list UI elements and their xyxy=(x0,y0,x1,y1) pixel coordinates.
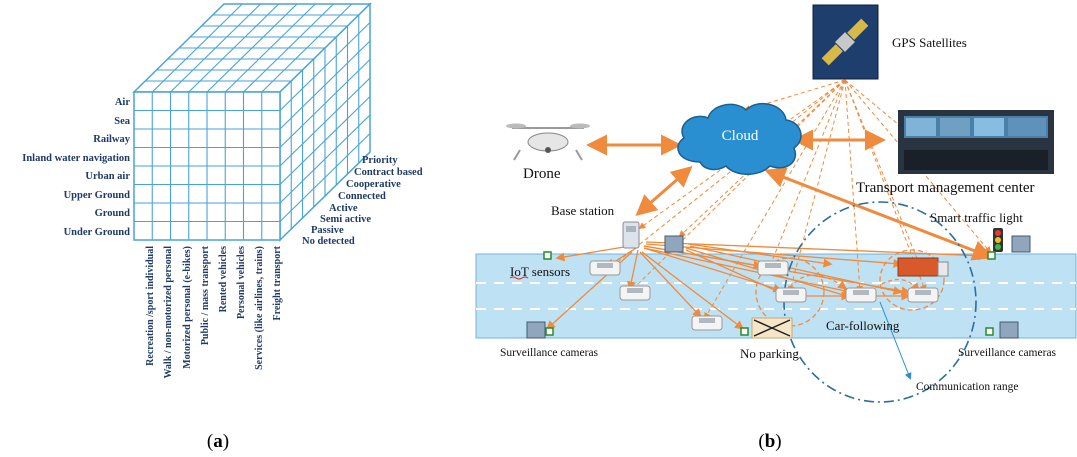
communication-range-label: Communication range xyxy=(916,381,1019,393)
col-label-services: Services (like airlines, trains) xyxy=(254,246,265,370)
side-label-connected: Connected xyxy=(338,191,386,202)
col-label-personal: Personal vehicles xyxy=(236,246,247,319)
car-icon xyxy=(691,315,723,331)
cloud-icon xyxy=(677,102,802,175)
car-icon xyxy=(589,260,621,276)
cube-diagram xyxy=(132,2,372,242)
base-station-icon xyxy=(622,221,640,249)
col-label-rented: Rented vehicles xyxy=(218,246,229,312)
car-icon xyxy=(845,287,877,303)
side-label-semi-active: Semi active xyxy=(320,214,371,225)
side-label-passive: Passive xyxy=(311,225,344,236)
iot-sensor-markers xyxy=(543,251,996,336)
truck-icon xyxy=(897,257,949,277)
surveillance-right-label: Surveillance cameras xyxy=(958,347,1057,359)
row-label-railway: Railway xyxy=(93,134,131,145)
side-label-contract: Contract based xyxy=(354,167,423,178)
car-following-label: Car-following xyxy=(826,318,900,333)
spellcheck-underline xyxy=(509,276,529,280)
row-label-sea: Sea xyxy=(114,116,131,127)
row-label-ground: Ground xyxy=(95,208,131,219)
traffic-light-icon xyxy=(993,228,1003,252)
cloud-links xyxy=(586,129,994,261)
cloud-label: Cloud xyxy=(722,128,759,144)
drone-label: Drone xyxy=(523,166,561,182)
transport-center-icon xyxy=(898,110,1054,174)
cube-column-labels: Recreation /sport individual Walk / non-… xyxy=(145,245,283,378)
car-icon xyxy=(619,285,651,301)
side-label-priority: Priority xyxy=(362,155,398,166)
col-label-public: Public / mass transport xyxy=(200,245,211,345)
col-label-walk: Walk / non-motorized personal xyxy=(163,246,174,379)
row-label-upper-ground: Upper Ground xyxy=(64,190,131,201)
side-label-no-detected: No detected xyxy=(302,236,355,247)
car-icon xyxy=(907,287,939,303)
cube-side-labels: Priority Contract based Cooperative Conn… xyxy=(302,155,423,247)
car-icon xyxy=(757,260,789,276)
iot-sensors-label: IoT sensors xyxy=(510,264,570,279)
row-label-inland: Inland water navigation xyxy=(22,153,130,164)
surveillance-left-label: Surveillance cameras xyxy=(500,347,599,359)
col-label-freight: Freight transport xyxy=(272,245,283,320)
cube-row-labels: Air Sea Railway Inland water navigation … xyxy=(22,97,131,238)
no-parking-icon xyxy=(751,317,793,339)
col-label-motorized: Motorized personal (e-bikes) xyxy=(182,246,193,369)
row-label-urban-air: Urban air xyxy=(85,171,130,182)
row-label-air: Air xyxy=(115,97,131,108)
gps-label: GPS Satellites xyxy=(892,35,967,50)
car-icon xyxy=(775,287,807,303)
side-label-cooperative: Cooperative xyxy=(346,179,401,190)
row-label-under-ground: Under Ground xyxy=(64,227,131,238)
col-label-recreation: Recreation /sport individual xyxy=(145,246,156,366)
no-parking-label: No parking xyxy=(740,346,799,361)
caption-b: (b) xyxy=(758,431,781,452)
camera-icon xyxy=(526,235,1031,339)
drone-icon xyxy=(506,123,590,161)
gps-satellite-icon xyxy=(812,4,879,80)
base-station-label: Base station xyxy=(551,203,615,218)
side-label-active: Active xyxy=(329,203,358,214)
smart-traffic-light-label: Smart traffic light xyxy=(930,210,1023,225)
vehicles xyxy=(589,257,949,331)
transport-center-label: Transport management center xyxy=(856,180,1035,196)
caption-a: (a) xyxy=(207,431,229,452)
